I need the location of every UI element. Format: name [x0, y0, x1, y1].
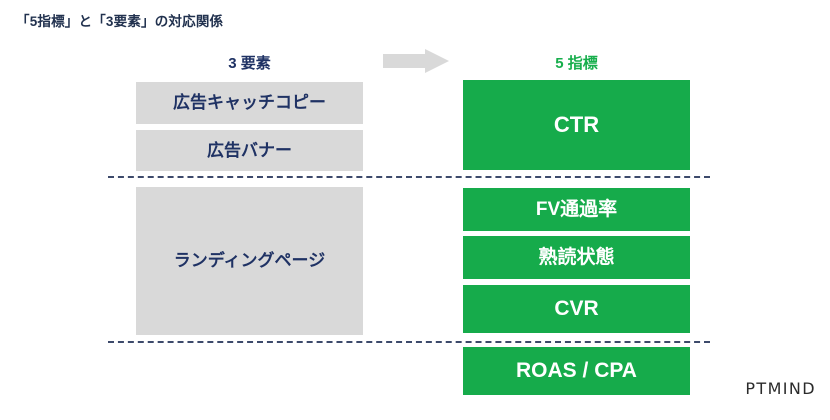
column-header-three-elements: 3 要素 — [228, 55, 271, 72]
divider-upper — [108, 176, 710, 178]
element-box-landing-page: ランディングページ — [136, 187, 363, 335]
column-header-five-metrics: 5 指標 — [555, 55, 598, 72]
right-arrow-icon — [383, 49, 449, 73]
page-title: 「5指標」と「3要素」の対応関係 — [16, 14, 224, 29]
metric-box-roas-cpa: ROAS / CPA — [463, 347, 690, 395]
metric-box-cvr: CVR — [463, 285, 690, 333]
element-box-ad-catch-copy: 広告キャッチコピー — [136, 82, 363, 124]
watermark-ptmind: PTMIND — [745, 379, 816, 398]
element-box-ad-banner: 広告バナー — [136, 130, 363, 171]
metric-box-fv-pass-rate: FV通過率 — [463, 188, 690, 231]
divider-lower — [108, 341, 710, 343]
metric-box-ctr: CTR — [463, 80, 690, 170]
metric-box-reading-state: 熟読状態 — [463, 236, 690, 279]
